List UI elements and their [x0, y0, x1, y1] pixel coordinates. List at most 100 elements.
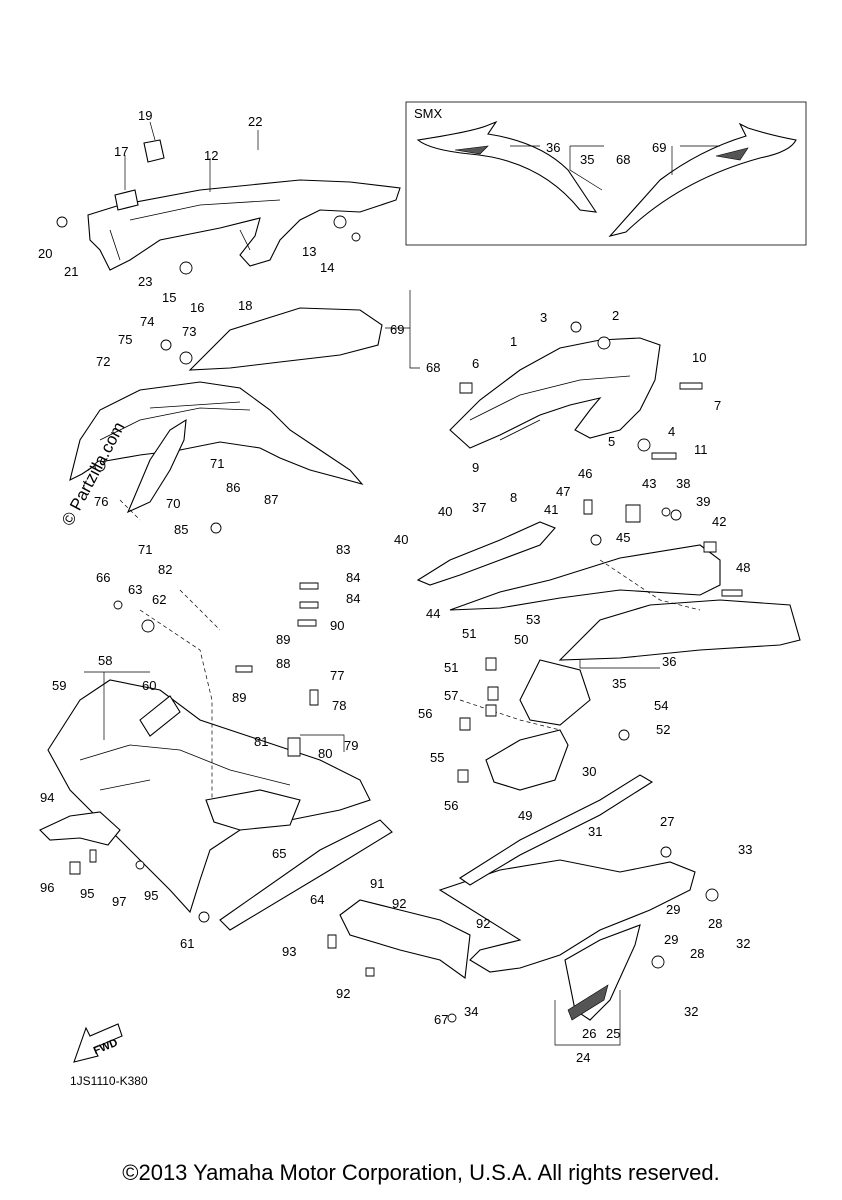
- callout: 69: [652, 140, 666, 155]
- callout: 85: [174, 522, 188, 537]
- callout: 25: [606, 1026, 620, 1041]
- callout: 57: [444, 688, 458, 703]
- callout: 73: [182, 324, 196, 339]
- callout: 76: [94, 494, 108, 509]
- callout: 15: [162, 290, 176, 305]
- smx-inset: SMX: [405, 101, 807, 246]
- callout: 75: [118, 332, 132, 347]
- side-cowl-right: [416, 521, 801, 669]
- callout: 10: [692, 350, 706, 365]
- callout: 43: [642, 476, 656, 491]
- leader-lines: [84, 499, 701, 800]
- callout: 39: [696, 494, 710, 509]
- callout: 33: [738, 842, 752, 857]
- callout: 14: [320, 260, 334, 275]
- callout: 44: [426, 606, 440, 621]
- callout: 62: [152, 592, 166, 607]
- callout: 77: [330, 668, 344, 683]
- callout: 84: [346, 591, 360, 606]
- callout: 19: [138, 108, 152, 123]
- callout: 48: [736, 560, 750, 575]
- callout: 92: [336, 986, 350, 1001]
- callout: 36: [546, 140, 560, 155]
- callout: 96: [40, 880, 54, 895]
- diagram-code: 1JS1110-K380: [70, 1074, 148, 1088]
- callout: 95: [80, 886, 94, 901]
- callout: 63: [128, 582, 142, 597]
- callout: 8: [510, 490, 517, 505]
- callout: 38: [676, 476, 690, 491]
- callout: 52: [656, 722, 670, 737]
- fwd-arrow-icon: FWD: [73, 1023, 123, 1063]
- callout: 32: [684, 1004, 698, 1019]
- callout: 1: [510, 334, 517, 349]
- upper-fairing-right: [449, 337, 661, 449]
- callout: 16: [190, 300, 204, 315]
- callout: 89: [276, 632, 290, 647]
- callout: 79: [344, 738, 358, 753]
- callout: 13: [302, 244, 316, 259]
- callout: 21: [64, 264, 78, 279]
- callout: 36: [662, 654, 676, 669]
- callout: 56: [418, 706, 432, 721]
- callout: 3: [540, 310, 547, 325]
- callout: 94: [40, 790, 54, 805]
- callout: 29: [664, 932, 678, 947]
- callout: 29: [666, 902, 680, 917]
- callout: 66: [96, 570, 110, 585]
- callout: 6: [472, 356, 479, 371]
- callout: 92: [476, 916, 490, 931]
- callout: 65: [272, 846, 286, 861]
- callout: 18: [238, 298, 252, 313]
- callout: 2: [612, 308, 619, 323]
- lower-cowl-right: [438, 774, 696, 1046]
- callout: 90: [330, 618, 344, 633]
- upper-fairing-left: [69, 290, 420, 514]
- copyright-notice: ©2013 Yamaha Motor Corporation, U.S.A. A…: [122, 1160, 720, 1185]
- callout: 17: [114, 144, 128, 159]
- callout: 24: [576, 1050, 590, 1065]
- callout: 47: [556, 484, 570, 499]
- callout: 41: [544, 502, 558, 517]
- callout: 92: [392, 896, 406, 911]
- callout: 72: [96, 354, 110, 369]
- callout: 71: [138, 542, 152, 557]
- callout: 97: [112, 894, 126, 909]
- callout: 31: [588, 824, 602, 839]
- lower-cowl-left: [47, 679, 393, 931]
- callout: 20: [38, 246, 52, 261]
- callout: 51: [462, 626, 476, 641]
- callout: 82: [158, 562, 172, 577]
- under-panel: [39, 811, 471, 979]
- callout: 9: [472, 460, 479, 475]
- air-duct: [485, 659, 591, 791]
- callout: 23: [138, 274, 152, 289]
- callout: 64: [310, 892, 324, 907]
- callout: 86: [226, 480, 240, 495]
- callout: 59: [52, 678, 66, 693]
- callout: 70: [166, 496, 180, 511]
- callout: 67: [434, 1012, 448, 1027]
- callout: 74: [140, 314, 154, 329]
- front-bracket-assembly: [87, 121, 401, 271]
- callout: 89: [232, 690, 246, 705]
- callout: 60: [142, 678, 156, 693]
- callout: 71: [210, 456, 224, 471]
- fasteners: [56, 215, 743, 1023]
- callout: 40: [394, 532, 408, 547]
- callout: 68: [616, 152, 630, 167]
- callout: 40: [438, 504, 452, 519]
- callout: 46: [578, 466, 592, 481]
- callout: 56: [444, 798, 458, 813]
- callout: 54: [654, 698, 668, 713]
- callout: 87: [264, 492, 278, 507]
- callout: 61: [180, 936, 194, 951]
- inset-label: SMX: [414, 106, 443, 121]
- callout: 51: [444, 660, 458, 675]
- callout: 55: [430, 750, 444, 765]
- callout-labels: 1 2 3 4 5 6 7 8 9 10 11 12 13 14 15 16 1…: [38, 108, 752, 1065]
- callout: 95: [144, 888, 158, 903]
- callout: 7: [714, 398, 721, 413]
- callout: 69: [390, 322, 404, 337]
